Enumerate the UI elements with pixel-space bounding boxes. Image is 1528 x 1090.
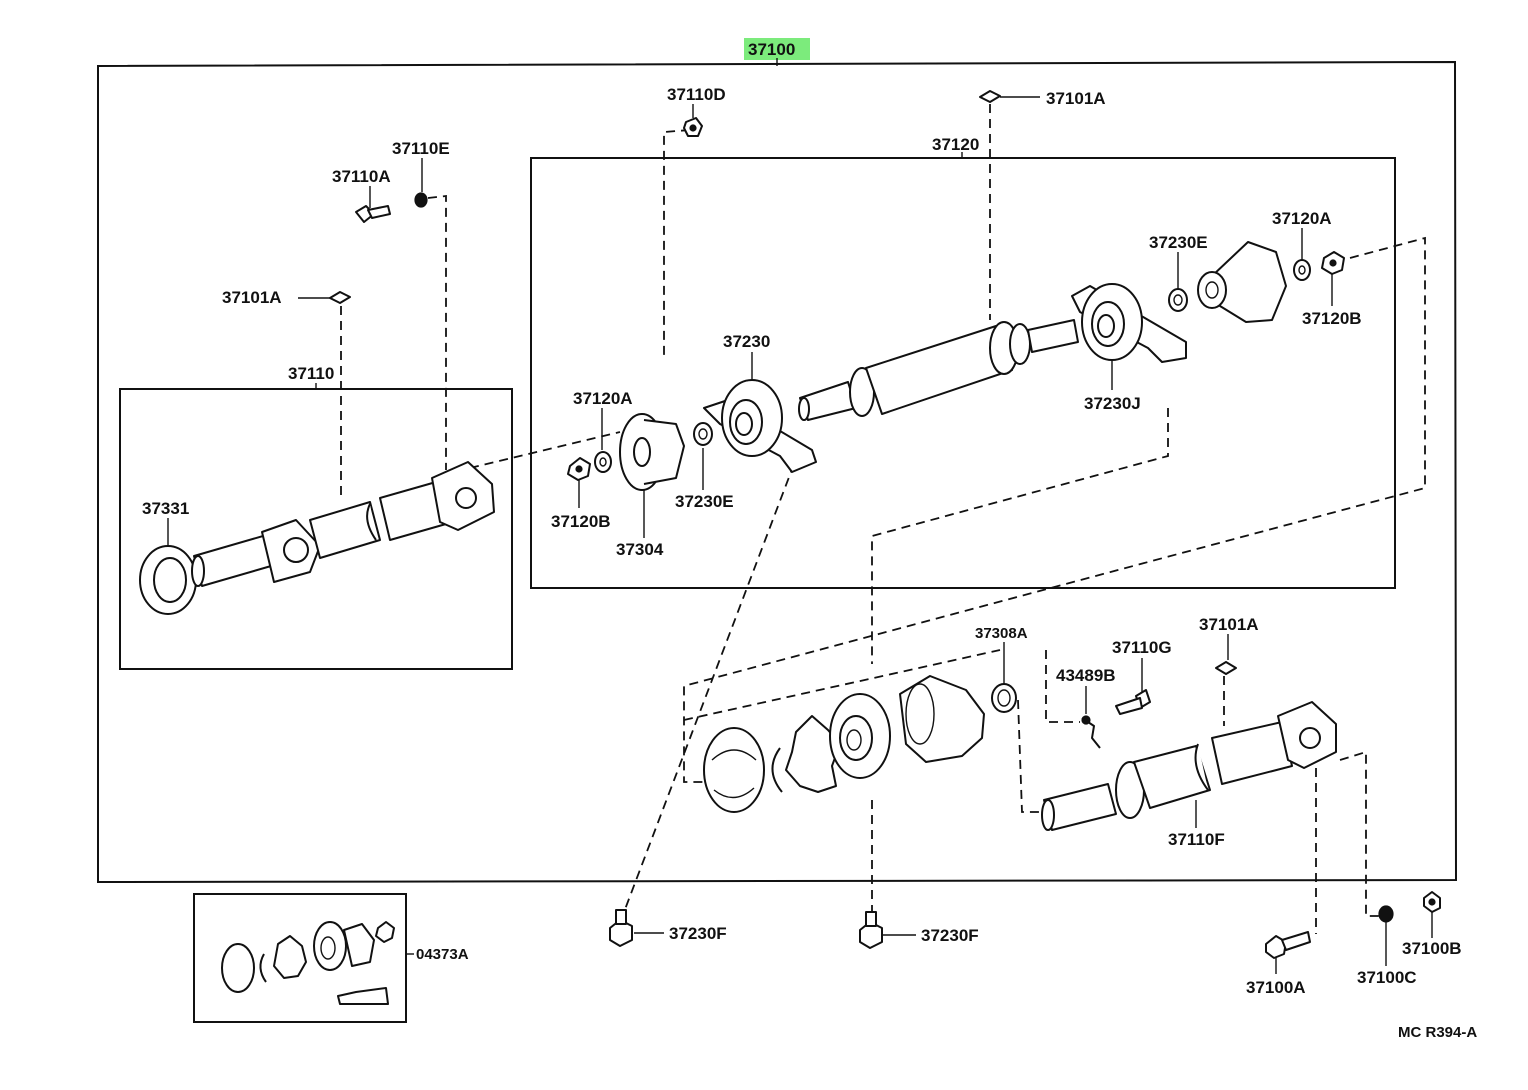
clip-43489B xyxy=(1081,715,1101,749)
nut-37120B-right xyxy=(1321,251,1345,275)
label-37110A: 37110A xyxy=(332,167,391,186)
label-37331: 37331 xyxy=(142,499,189,518)
label-37110D: 37110D xyxy=(667,85,726,104)
bolt-37100A xyxy=(1265,931,1311,959)
label-37230J: 37230J xyxy=(1084,394,1141,413)
dash-43489B xyxy=(1045,650,1080,723)
label-37120B-right: 37120B xyxy=(1302,309,1362,328)
label-37101A-top: 37101A xyxy=(1046,89,1106,108)
label-37120A-right: 37120A xyxy=(1272,209,1332,228)
label-37230E-left: 37230E xyxy=(675,492,734,511)
shaft-37110F xyxy=(1041,701,1337,831)
shaft-37120 xyxy=(798,319,1079,421)
bolt-37230F-right xyxy=(859,911,883,949)
label-43489B: 43489B xyxy=(1056,666,1116,685)
washer-37120A-right xyxy=(1293,259,1311,281)
assy-highlight xyxy=(744,38,810,60)
dash-37110E xyxy=(427,194,447,470)
label-37230F-left: 37230F xyxy=(669,924,727,943)
center-bearing-37230 xyxy=(703,379,817,473)
plug-37100C xyxy=(1378,905,1394,923)
washer-37120A-left xyxy=(594,451,612,473)
bolt-37230F-left xyxy=(609,909,633,947)
label-37230: 37230 xyxy=(723,332,770,351)
shaft-37110 xyxy=(139,461,495,615)
label-37110E: 37110E xyxy=(392,139,450,158)
label-37100A: 37100A xyxy=(1246,978,1306,997)
dash-37230J xyxy=(871,408,1169,664)
nut-37120B-left xyxy=(567,457,591,481)
dash-center-axis xyxy=(469,431,621,469)
nut-37100B xyxy=(1423,891,1441,913)
label-37101A-left: 37101A xyxy=(222,288,282,307)
label-37100B: 37100B xyxy=(1402,939,1462,958)
label-04373A: 04373A xyxy=(416,946,469,963)
label-37120: 37120 xyxy=(932,135,979,154)
label-37110G: 37110G xyxy=(1112,638,1172,657)
bolt-37110A xyxy=(355,205,391,223)
label-37110: 37110 xyxy=(288,364,334,383)
dash-lower-axis xyxy=(683,649,1001,721)
shim-37101A-top xyxy=(979,90,1001,103)
frame-37120 xyxy=(530,157,1396,589)
plug-37110E xyxy=(414,192,428,208)
label-37110F: 37110F xyxy=(1168,830,1225,849)
main-frame xyxy=(97,60,1458,884)
label-37230F-right: 37230F xyxy=(921,926,979,945)
kit-04373A-contents xyxy=(221,921,395,1005)
flange-right xyxy=(1197,241,1287,323)
frame-04373A xyxy=(193,893,407,1023)
clamp-37308A xyxy=(991,683,1017,713)
label-37230E-right: 37230E xyxy=(1149,233,1208,252)
label-37100C: 37100C xyxy=(1357,968,1417,987)
nut-37110D xyxy=(683,117,703,137)
label-assy: 37100 xyxy=(748,40,795,59)
label-37304: 37304 xyxy=(616,540,664,559)
snap-ring xyxy=(771,747,783,793)
washer-37230E-left xyxy=(693,422,713,446)
label-37120A-left: 37120A xyxy=(573,389,633,408)
shim-37101A-left xyxy=(329,291,351,304)
label-37120B-left: 37120B xyxy=(551,512,611,531)
label-37101A-right: 37101A xyxy=(1199,615,1259,634)
cv-gasket xyxy=(785,715,841,793)
cv-joint xyxy=(829,693,891,779)
dash-37230F-left xyxy=(623,463,795,913)
cv-cover xyxy=(703,727,765,813)
shim-37101A-right xyxy=(1215,661,1237,675)
dash-37110D xyxy=(663,129,691,360)
dash-37308A xyxy=(1017,699,1046,813)
washer-37230E-right xyxy=(1168,288,1188,312)
drawing-code: MC R394-A xyxy=(1398,1024,1477,1041)
center-bearing-37230J xyxy=(1071,283,1187,363)
cv-boot xyxy=(899,675,985,763)
flange-37304 xyxy=(619,413,685,491)
bolt-37110G xyxy=(1115,689,1151,715)
dash-37100C xyxy=(1339,750,1380,917)
dash-37120B-right xyxy=(683,236,1426,783)
label-37308A: 37308A xyxy=(975,625,1028,642)
